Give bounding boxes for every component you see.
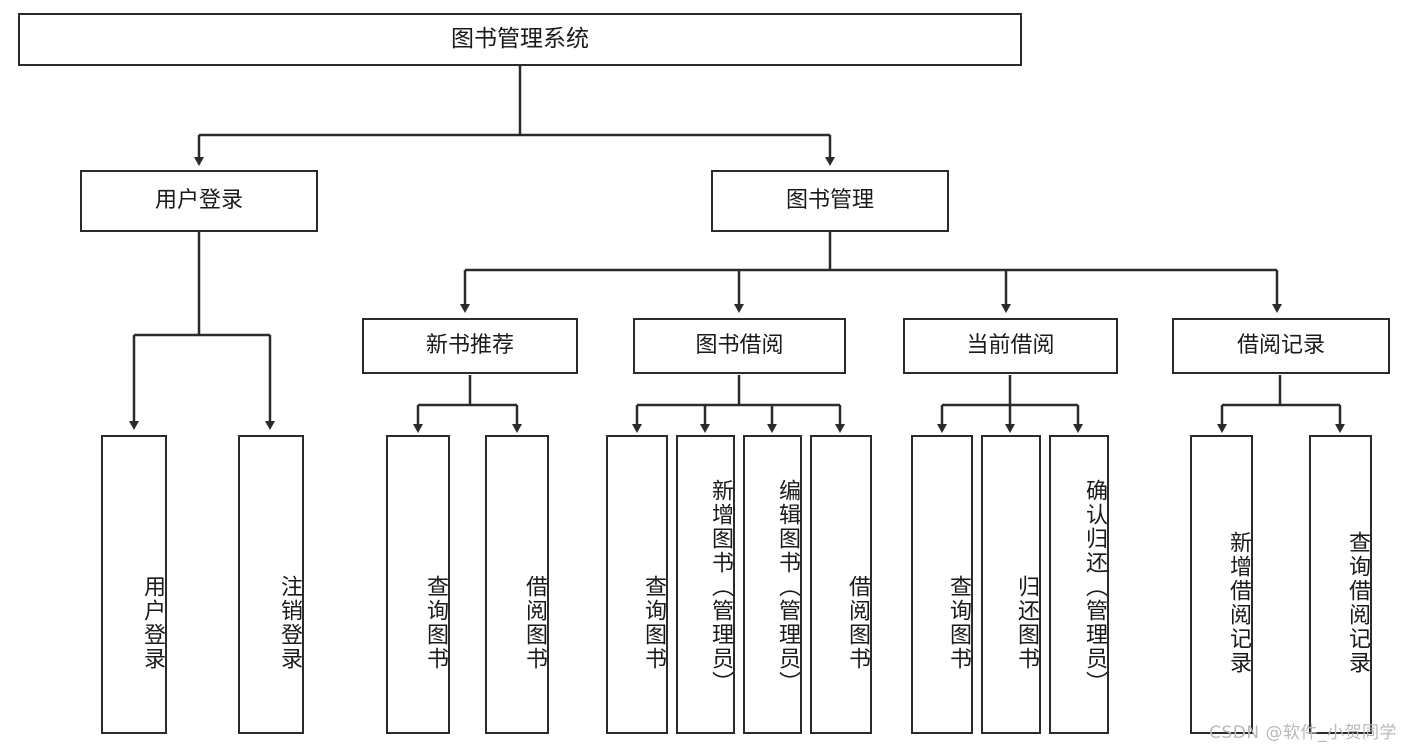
node-label: 当前借阅 xyxy=(966,333,1055,359)
leaf-label: 新增借阅记录 xyxy=(1226,530,1251,675)
leaf-label: 注销登录 xyxy=(277,574,302,671)
node-root-system[interactable]: 图书管理系统 xyxy=(18,13,1022,66)
node-label: 图书管理 xyxy=(785,188,874,214)
leaf-current-confirm-return-admin[interactable]: 确认归还（管理员） xyxy=(1049,435,1109,734)
leaf-label: 查询借阅记录 xyxy=(1345,530,1370,675)
leaf-label: 确认归还（管理员） xyxy=(1082,478,1107,695)
node-book-management[interactable]: 图书管理 xyxy=(711,170,949,232)
leaf-label: 编辑图书（管理员） xyxy=(775,478,800,695)
watermark-text: CSDN @软件_小贺同学 xyxy=(1209,723,1397,743)
leaf-label: 用户登录 xyxy=(140,574,165,671)
node-label: 用户登录 xyxy=(154,188,243,214)
node-label: 图书借阅 xyxy=(695,333,784,359)
leaf-user-login-signin[interactable]: 用户登录 xyxy=(101,435,167,734)
node-label: 新书推荐 xyxy=(425,333,514,359)
leaf-borrow-add-book-admin[interactable]: 新增图书（管理员） xyxy=(676,435,735,734)
node-label: 借阅记录 xyxy=(1236,333,1325,359)
node-new-book-recommend[interactable]: 新书推荐 xyxy=(362,318,578,374)
leaf-borrow-edit-book-admin[interactable]: 编辑图书（管理员） xyxy=(743,435,802,734)
leaf-borrow-query-book[interactable]: 查询图书 xyxy=(606,435,668,734)
leaf-label: 查询图书 xyxy=(423,574,448,671)
leaf-recommend-borrow-book[interactable]: 借阅图书 xyxy=(485,435,549,734)
leaf-borrow-borrow-book[interactable]: 借阅图书 xyxy=(810,435,872,734)
leaf-label: 查询图书 xyxy=(641,574,666,671)
leaf-record-add-record[interactable]: 新增借阅记录 xyxy=(1190,435,1253,734)
leaf-label: 查询图书 xyxy=(946,574,971,671)
node-user-login[interactable]: 用户登录 xyxy=(80,170,318,232)
node-book-borrow[interactable]: 图书借阅 xyxy=(633,318,846,374)
node-borrow-record[interactable]: 借阅记录 xyxy=(1172,318,1390,374)
leaf-recommend-query-book[interactable]: 查询图书 xyxy=(386,435,450,734)
leaf-label: 归还图书 xyxy=(1014,574,1039,671)
leaf-user-login-signout[interactable]: 注销登录 xyxy=(238,435,304,734)
leaf-record-query-record[interactable]: 查询借阅记录 xyxy=(1309,435,1372,734)
node-current-borrow[interactable]: 当前借阅 xyxy=(903,318,1118,374)
leaf-current-query-book[interactable]: 查询图书 xyxy=(911,435,973,734)
leaf-current-return-book[interactable]: 归还图书 xyxy=(981,435,1041,734)
leaf-label: 借阅图书 xyxy=(522,574,547,671)
node-label: 图书管理系统 xyxy=(451,25,589,52)
leaf-label: 借阅图书 xyxy=(845,574,870,671)
leaf-label: 新增图书（管理员） xyxy=(708,478,733,695)
